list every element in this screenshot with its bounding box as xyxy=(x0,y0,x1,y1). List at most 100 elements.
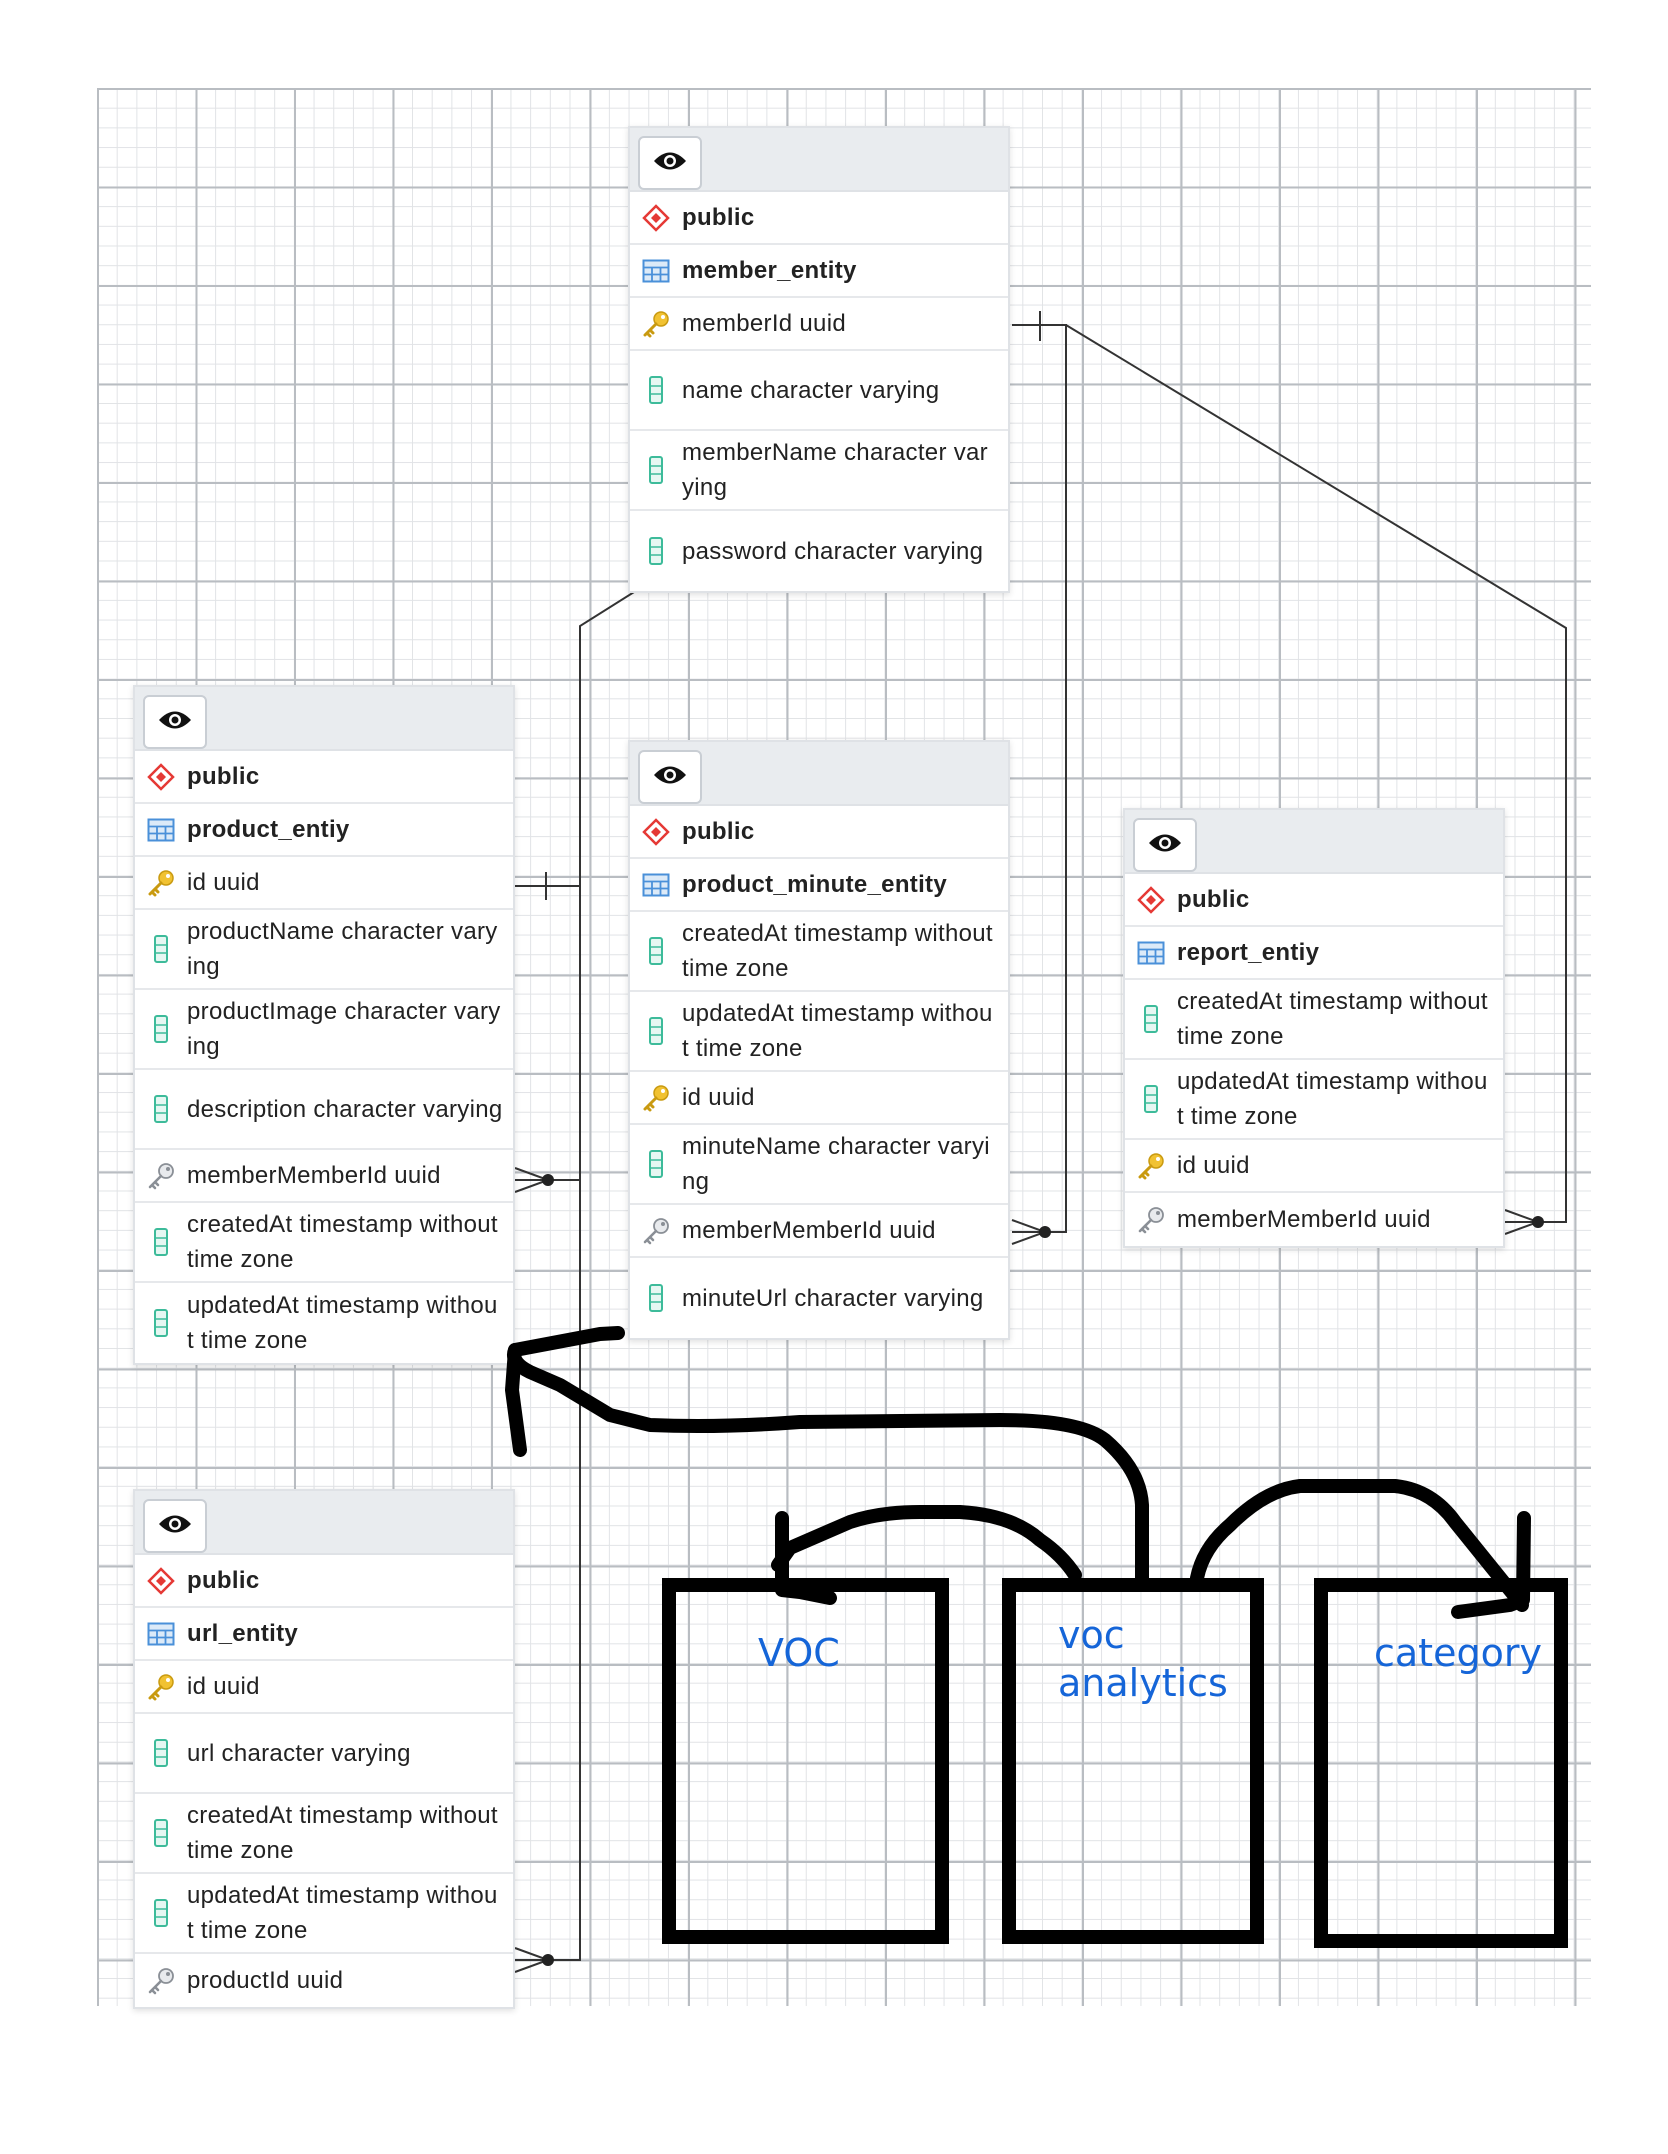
column-row-label: createdAt timestamp without time zone xyxy=(1177,988,1488,1050)
column-icon xyxy=(630,536,682,566)
column-row-label: id uuid xyxy=(187,1673,260,1700)
column-row[interactable]: name character varying xyxy=(630,351,1008,431)
schema-icon xyxy=(630,203,682,232)
column-row-label: productId uuid xyxy=(187,1967,344,1994)
column-icon xyxy=(135,1898,187,1928)
primary-key-icon xyxy=(630,1083,682,1113)
column-row[interactable]: updatedAt timestamp without time zone xyxy=(630,992,1008,1072)
column-row-label: description character varying xyxy=(187,1095,503,1123)
column-row-label: memberName character varying xyxy=(682,439,988,501)
column-row[interactable]: minuteUrl character varying xyxy=(630,1258,1008,1338)
column-row[interactable]: createdAt timestamp without time zone xyxy=(135,1794,513,1874)
column-row[interactable]: createdAt timestamp without time zone xyxy=(1125,980,1503,1060)
column-icon xyxy=(1125,1004,1177,1034)
table-icon xyxy=(1125,941,1177,965)
table-name-row-label: url_entity xyxy=(187,1620,299,1647)
column-row[interactable]: memberId uuid xyxy=(630,298,1008,351)
primary-key-icon xyxy=(135,868,187,898)
entity-header xyxy=(1125,810,1503,874)
column-row-label: url character varying xyxy=(187,1739,411,1767)
column-row[interactable]: memberMemberId uuid xyxy=(135,1150,513,1203)
column-icon xyxy=(135,934,187,964)
column-row[interactable]: minuteName character varying xyxy=(630,1125,1008,1205)
schema-row[interactable]: public xyxy=(1125,874,1503,927)
table-name-row-label: member_entity xyxy=(682,257,857,284)
entity-header xyxy=(630,128,1008,192)
column-icon xyxy=(135,1308,187,1338)
schema-row[interactable]: public xyxy=(630,806,1008,859)
view-button[interactable] xyxy=(638,750,702,804)
schema-row[interactable]: public xyxy=(135,751,513,804)
schema-row-label: public xyxy=(1177,886,1250,913)
column-row[interactable]: productImage character varying xyxy=(135,990,513,1070)
column-row[interactable]: id uuid xyxy=(135,1661,513,1714)
column-row[interactable]: productId uuid xyxy=(135,1954,513,2007)
column-row[interactable]: memberMemberId uuid xyxy=(1125,1193,1503,1246)
column-icon xyxy=(630,1283,682,1313)
eye-icon xyxy=(1148,832,1182,859)
column-row[interactable]: id uuid xyxy=(135,857,513,910)
schema-row[interactable]: public xyxy=(135,1555,513,1608)
column-row[interactable]: productName character varying xyxy=(135,910,513,990)
schema-icon xyxy=(630,817,682,846)
schema-row[interactable]: public xyxy=(630,192,1008,245)
column-row[interactable]: description character varying xyxy=(135,1070,513,1150)
table-icon xyxy=(630,873,682,897)
view-button[interactable] xyxy=(638,136,702,190)
column-row[interactable]: createdAt timestamp without time zone xyxy=(135,1203,513,1283)
column-row[interactable]: createdAt timestamp without time zone xyxy=(630,912,1008,992)
category-label: category xyxy=(1374,1631,1542,1675)
table-name-row[interactable]: member_entity xyxy=(630,245,1008,298)
entity-header xyxy=(135,1491,513,1555)
table-name-row-label: product_minute_entity xyxy=(682,871,947,898)
table-name-row[interactable]: product_entiy xyxy=(135,804,513,857)
eye-icon xyxy=(653,150,687,177)
column-row-label: memberMemberId uuid xyxy=(187,1162,441,1189)
foreign-key-icon xyxy=(1125,1205,1177,1235)
column-row-label: id uuid xyxy=(187,869,260,896)
column-row[interactable]: updatedAt timestamp without time zone xyxy=(135,1283,513,1363)
column-row-label: id uuid xyxy=(1177,1152,1250,1179)
entity-header xyxy=(630,742,1008,806)
entity-product-minute[interactable]: public product_minute_entity createdAt tim… xyxy=(628,740,1010,1340)
column-icon xyxy=(630,375,682,405)
column-row[interactable]: id uuid xyxy=(1125,1140,1503,1193)
view-button[interactable] xyxy=(1133,818,1197,872)
schema-row-label: public xyxy=(682,818,755,845)
column-row-label: password character varying xyxy=(682,537,984,565)
column-row-label: name character varying xyxy=(682,376,940,404)
foreign-key-icon xyxy=(135,1161,187,1191)
entity-report[interactable]: public report_entiy createdAt timestamp wi… xyxy=(1123,808,1505,1248)
view-button[interactable] xyxy=(143,695,207,749)
column-row[interactable]: updatedAt timestamp without time zone xyxy=(1125,1060,1503,1140)
eye-icon xyxy=(158,1513,192,1540)
schema-icon xyxy=(1125,885,1177,914)
table-icon xyxy=(135,818,187,842)
column-row-label: updatedAt timestamp without time zone xyxy=(187,1882,498,1944)
column-row[interactable]: url character varying xyxy=(135,1714,513,1794)
schema-row-label: public xyxy=(682,204,755,231)
column-row-label: updatedAt timestamp without time zone xyxy=(1177,1068,1488,1130)
column-row-label: memberMemberId uuid xyxy=(1177,1206,1431,1233)
column-row[interactable]: updatedAt timestamp without time zone xyxy=(135,1874,513,1954)
column-row-label: memberMemberId uuid xyxy=(682,1217,936,1244)
primary-key-icon xyxy=(1125,1151,1177,1181)
column-row-label: minuteUrl character varying xyxy=(682,1284,984,1312)
column-icon xyxy=(630,936,682,966)
column-icon xyxy=(135,1738,187,1768)
column-row[interactable]: memberName character varying xyxy=(630,431,1008,511)
column-icon xyxy=(1125,1084,1177,1114)
column-row[interactable]: memberMemberId uuid xyxy=(630,1205,1008,1258)
column-row-label: minuteName character varying xyxy=(682,1133,990,1195)
table-name-row[interactable]: url_entity xyxy=(135,1608,513,1661)
column-row[interactable]: id uuid xyxy=(630,1072,1008,1125)
view-button[interactable] xyxy=(143,1499,207,1553)
entity-member[interactable]: public member_entity memberId uuid name cha… xyxy=(628,126,1010,593)
table-name-row[interactable]: report_entiy xyxy=(1125,927,1503,980)
table-icon xyxy=(135,1622,187,1646)
schema-row-label: public xyxy=(187,763,260,790)
column-row[interactable]: password character varying xyxy=(630,511,1008,591)
table-name-row[interactable]: product_minute_entity xyxy=(630,859,1008,912)
